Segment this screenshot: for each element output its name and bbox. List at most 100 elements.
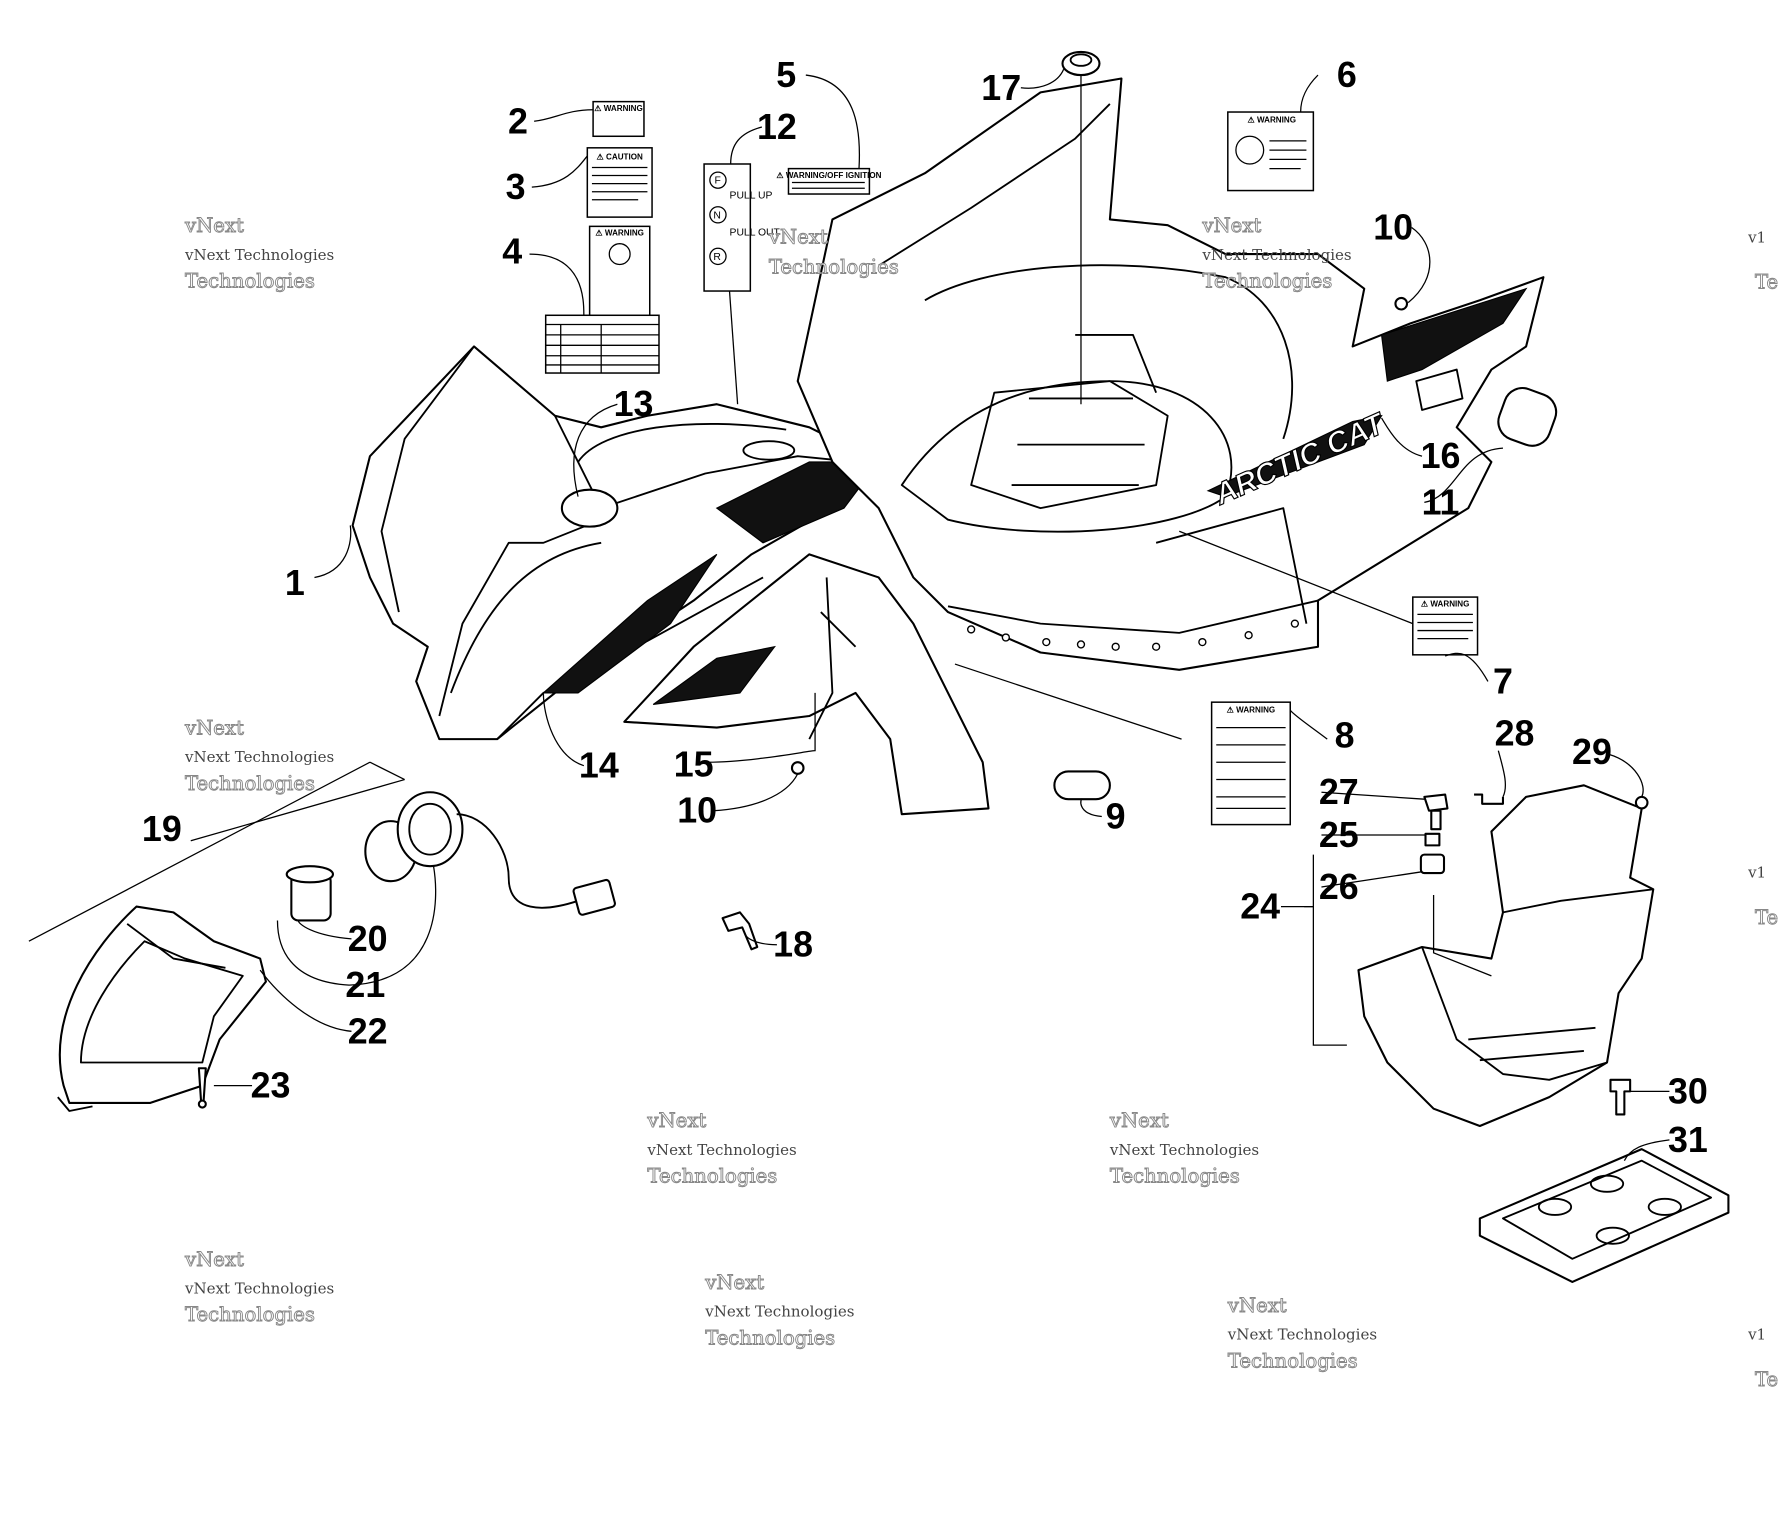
watermark-text: vNext [184, 214, 244, 237]
callout-30: 30 [1668, 1071, 1708, 1111]
decal-heading: ⚠ WARNING [594, 104, 643, 113]
rivet-10-top [1394, 296, 1409, 311]
screw-23 [197, 1067, 207, 1104]
callout-13: 13 [614, 384, 654, 424]
watermark-text: Technologies [1110, 1165, 1240, 1188]
bolt-27 [1423, 793, 1449, 831]
callout-2: 2 [508, 101, 528, 141]
bolt-18 [721, 911, 759, 951]
callout-9: 9 [1106, 797, 1126, 837]
watermark-text: vNext [704, 1271, 764, 1294]
watermark-text: vNext Technologies [646, 1141, 796, 1159]
headlight-housing-22 [58, 905, 267, 1104]
watermark-text: vNext Technologies [704, 1303, 854, 1321]
watermark-text: Technologies [705, 1326, 835, 1349]
watermark-text: vNext [646, 1109, 706, 1132]
callout-31: 31 [1668, 1120, 1708, 1160]
headlight-assembly [28, 761, 616, 1112]
callout-14: 14 [579, 746, 619, 786]
decal-heading: ⚠ WARNING/OFF IGNITION [776, 171, 881, 180]
shift-f: F [714, 176, 720, 187]
watermark-text: Technologies [647, 1165, 777, 1188]
watermark-text: vNext [1227, 1294, 1287, 1317]
watermark-text: Technologies [185, 772, 315, 795]
callout-22: 22 [348, 1011, 388, 1051]
watermark-text: vNext [184, 1248, 244, 1271]
callout-16: 16 [1421, 436, 1461, 476]
callout-18: 18 [773, 925, 813, 965]
callout-10-bottom: 10 [677, 791, 717, 831]
callout-27: 27 [1319, 772, 1359, 812]
callout-28: 28 [1495, 713, 1535, 753]
callout-24: 24 [1240, 887, 1280, 927]
watermark-text: vNext Technologies [1109, 1141, 1259, 1159]
callout-17: 17 [981, 68, 1021, 108]
skid-plate-31 [1478, 1148, 1730, 1283]
watermark-text: vNext Technologies [1201, 246, 1351, 264]
decal-8: ⚠ WARNING [1210, 701, 1291, 826]
watermark-edge: v1 [1747, 864, 1766, 882]
callout-7: 7 [1493, 661, 1513, 701]
decal-heading: ⚠ WARNING [1421, 599, 1470, 608]
shift-n: N [713, 210, 721, 221]
front-body-panel [351, 345, 880, 741]
connector [572, 878, 616, 916]
callout-23: 23 [251, 1066, 291, 1106]
footwell-assembly [1304, 784, 1730, 1283]
callout-19: 19 [142, 809, 182, 849]
rear-body-panel: ARCTIC CAT [796, 77, 1545, 671]
callout-12: 12 [757, 107, 797, 147]
callout-25: 25 [1319, 815, 1359, 855]
decal-heading: ⚠ WARNING [1227, 706, 1276, 715]
decal-5: ⚠ WARNING/OFF IGNITION [776, 167, 882, 195]
reflector-11 [1497, 387, 1558, 447]
leader-lines [190, 69, 1670, 1161]
watermark-text: Technologies [185, 270, 315, 293]
callout-20: 20 [348, 919, 388, 959]
decal-2: ⚠ WARNING [592, 100, 645, 138]
callout-4: 4 [502, 232, 522, 272]
reflector-9 [1053, 770, 1111, 801]
bushing-25 [1424, 832, 1441, 847]
callout-26: 26 [1319, 867, 1359, 907]
watermark-text: vNext Technologies [1227, 1326, 1377, 1344]
decal-12-shift-pattern: F N R PULL UP PULL OUT [703, 163, 781, 292]
callout-5: 5 [776, 55, 796, 95]
watermark-text: vNext [1201, 214, 1261, 237]
decal-7: ⚠ WARNING [1412, 596, 1479, 656]
callout-29: 29 [1572, 732, 1612, 772]
logo-decal-13 [560, 488, 619, 528]
watermark-text: vNext Technologies [184, 1279, 334, 1297]
watermark-text: Technologies [1202, 270, 1332, 293]
callout-8: 8 [1335, 716, 1355, 756]
watermark-text: Technologies [185, 1303, 315, 1326]
rivet-10-bottom [790, 761, 805, 775]
callout-6: 6 [1337, 55, 1357, 95]
watermark-edge: Te [1755, 1368, 1778, 1391]
callout-10-top: 10 [1373, 208, 1413, 248]
bolt-30 [1609, 1078, 1632, 1116]
decal-4: ⚠ WARNING [544, 225, 660, 374]
decal-heading: ⚠ WARNING [1247, 115, 1296, 124]
callout-1: 1 [285, 563, 305, 603]
watermark-edge: v1 [1747, 229, 1766, 247]
nut-29 [1634, 795, 1649, 810]
decal-heading: ⚠ CAUTION [597, 152, 643, 161]
callout-numbers: 1 2 3 4 5 6 7 8 9 10 10 11 12 13 14 15 1… [142, 55, 1708, 1160]
watermark-text: Technologies [1228, 1349, 1358, 1372]
callout-21: 21 [345, 965, 385, 1005]
callout-11: 11 [1422, 482, 1460, 522]
front-fender [623, 553, 990, 816]
cap-17 [1061, 50, 1101, 77]
decal-3: ⚠ CAUTION [586, 147, 653, 218]
